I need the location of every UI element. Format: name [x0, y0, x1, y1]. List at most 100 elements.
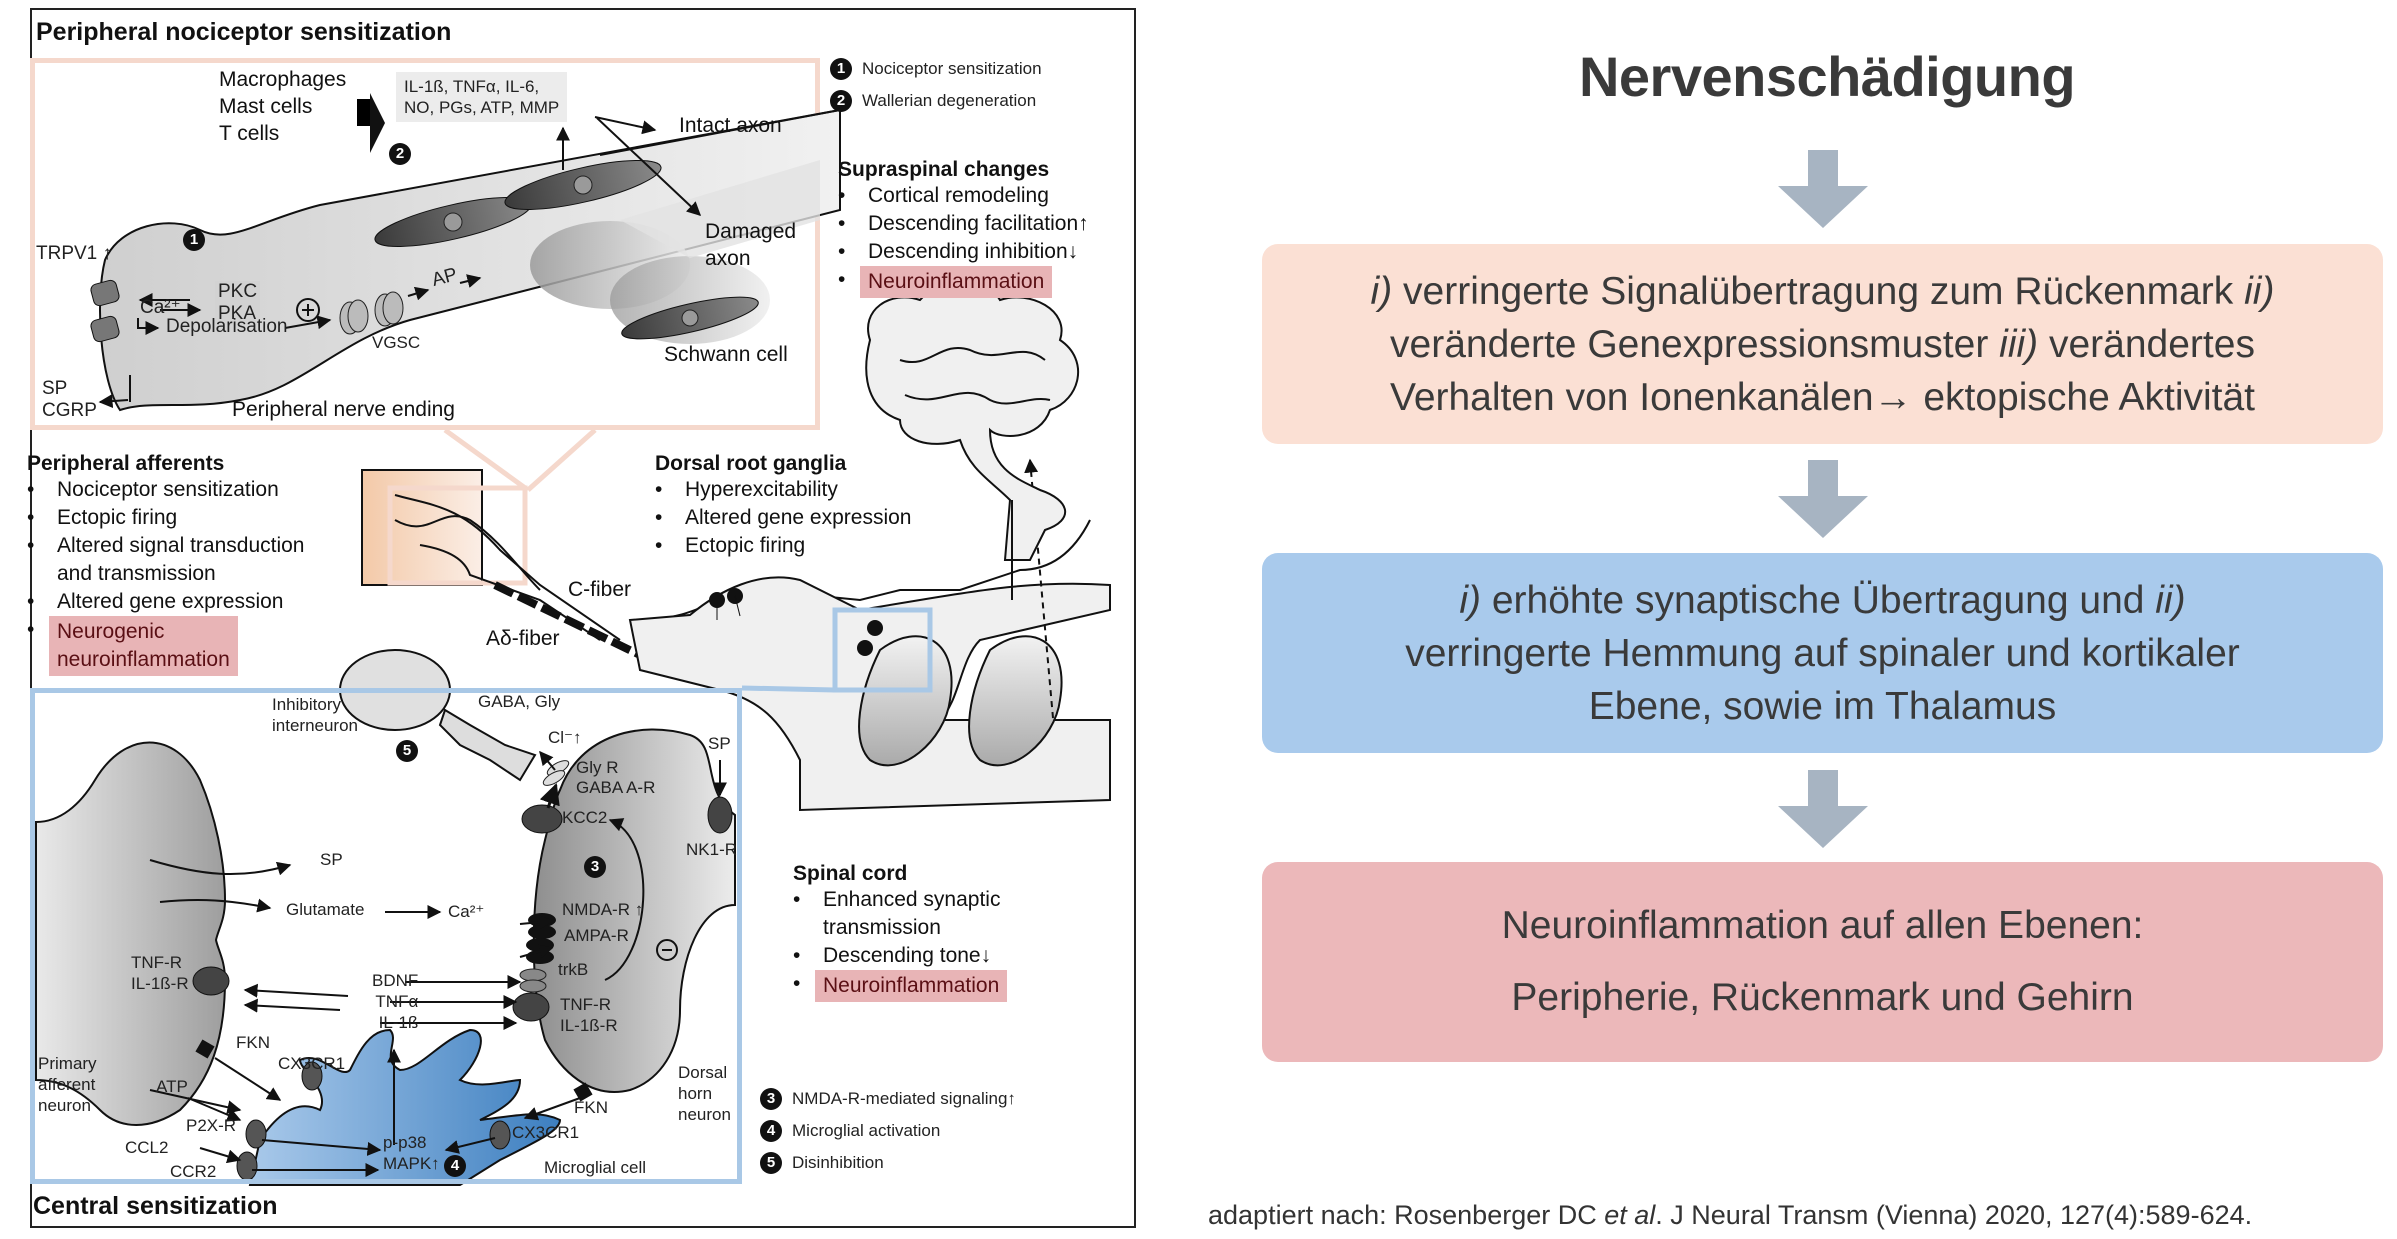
central-section-title: Central sensitization [33, 1192, 278, 1220]
marker-2-icon: 2 [389, 143, 411, 165]
supraspinal-title: Supraspinal changes [838, 158, 1050, 181]
dorsal-horn-neuron-shape [532, 728, 736, 1093]
tnf-receptor-left-label: TNF-R IL-1ß-R [131, 953, 189, 993]
marker-3-icon: 3 [760, 1088, 782, 1110]
drg-item: Hyperexcitability [655, 476, 911, 504]
dorsal-horn-neuron-label: Dorsal horn neuron [678, 1063, 731, 1124]
box2-line: verringerte Hemmung auf spinaler und kor… [1405, 631, 2240, 675]
legend-label: Disinhibition [792, 1153, 884, 1172]
atp-label: ATP [156, 1077, 188, 1096]
down-arrow-icon [1778, 150, 1868, 228]
kcc2-label: KCC2 [562, 808, 608, 827]
trpv1-label: TRPV1 ↑ [36, 243, 113, 264]
primary-afferent-neuron-shape [35, 741, 227, 1126]
drg-item: Altered gene expression [655, 504, 911, 532]
cx3cr1-receptor [489, 1120, 511, 1150]
supraspinal-changes: Supraspinal changes Cortical remodeling … [838, 158, 1089, 298]
central-inset-frame [30, 688, 742, 1184]
spinal-item-continued: transmission [823, 916, 941, 939]
drg-title: Dorsal root ganglia [655, 452, 847, 475]
damaged-axon-label: Damaged axon [705, 220, 797, 270]
spinal-item: Descending tone↓ [793, 942, 1007, 970]
fkn-right [573, 1082, 593, 1102]
supraspinal-item-highlight: Neuroinflammation [838, 266, 1089, 298]
central-zoom-frame [832, 607, 933, 693]
legend-item: 5 Disinhibition [760, 1152, 1016, 1174]
marker-1-icon: 1 [183, 229, 205, 251]
afferent-item: Ectopic firing [27, 504, 304, 532]
schwann-cell-label: Schwann cell [664, 343, 788, 366]
tnf-receptor-right-label: TNF-R IL-1ß-R [560, 995, 618, 1035]
peripheral-afferents: Peripheral afferents Nociceptor sensitiz… [27, 452, 304, 676]
tnf-receptor-left [192, 966, 230, 996]
box3-line: Peripherie, Rückenmark und Gehirn [1511, 976, 2134, 1019]
marker-3-icon: 3 [584, 856, 606, 878]
down-arrow-icon [1778, 770, 1868, 848]
vgsc-channel-icon [339, 291, 404, 335]
chloride-label: Cl⁻↑ [548, 728, 582, 747]
legend-label: NMDA-R-mediated signaling↑ [792, 1089, 1016, 1108]
supraspinal-item: Cortical remodeling [838, 182, 1089, 210]
afferent-item: Altered signal transduction [27, 532, 304, 560]
calcium-label: Ca²⁺ [448, 902, 485, 921]
a-delta-fiber-label: Aδ-fiber [486, 627, 560, 650]
nk1r-label: NK1-R [686, 840, 738, 859]
p38-mapk-label: p-p38 MAPK↑ [383, 1133, 440, 1173]
legend-label: Nociceptor sensitization [862, 59, 1042, 78]
box2-line: Ebene, sowie im Thalamus [1588, 684, 2057, 728]
fkn-right-label: FKN [574, 1098, 608, 1117]
citation: adaptiert nach: Rosenberger DC et al. J … [1208, 1200, 2253, 1230]
vgsc-label: VGSC [372, 333, 421, 352]
spinal-item-highlight: Neuroinflammation [793, 970, 1008, 1002]
supraspinal-item: Descending facilitation↑ [838, 210, 1089, 238]
cx3cr1-receptor [301, 1061, 323, 1091]
pkc-pka-label: PKC PKA [215, 281, 261, 325]
flow-box-peripheral: i) verringerte Signalübertragung zum Rüc… [1262, 244, 2383, 444]
cytokines-label: BDNF TNFα IL-1ß [372, 971, 419, 1032]
sp-cgrp-label: SP CGRP [42, 378, 97, 421]
drg-item: Ectopic firing [655, 532, 911, 560]
ccl2-label: CCL2 [125, 1138, 169, 1157]
down-arrow-icon [1778, 460, 1868, 538]
peripheral-inset-frame [30, 58, 820, 430]
nk1-receptor [707, 796, 733, 834]
primary-afferent-neuron-label: Primary afferent neuron [38, 1054, 97, 1115]
c-fiber-label: C-fiber [568, 578, 632, 601]
intact-axon-label: Intact axon [679, 114, 782, 137]
spinal-cord-title: Spinal cord [793, 862, 908, 885]
trkb-label: trkB [558, 960, 589, 979]
ampa-receptor-label: AMPA-R [564, 926, 629, 945]
flow-box-neuroinflammation: Neuroinflammation auf allen Ebenen: Peri… [1262, 862, 2383, 1062]
sp-label: SP [708, 734, 731, 753]
dorsal-root-ganglia: Dorsal root ganglia Hyperexcitability Al… [655, 452, 911, 560]
gaba-gly-label: GABA, Gly [478, 692, 561, 711]
legend-label: Wallerian degeneration [862, 91, 1037, 110]
peripheral-afferents-title: Peripheral afferents [27, 452, 225, 475]
flow-box-central: i) erhöhte synaptische Übertragung und i… [1262, 553, 2383, 753]
marker-5-icon: 5 [760, 1152, 782, 1174]
plus-icon [296, 298, 320, 322]
microglial-cell-label: Microglial cell [544, 1158, 647, 1177]
box3-line: Neuroinflammation auf allen Ebenen: [1501, 904, 2144, 947]
p2x-receptor [245, 1119, 267, 1149]
legend-item: 3 NMDA-R-mediated signaling↑ [760, 1088, 1016, 1110]
neuroinflammation-highlight: Neuroinflammation [815, 970, 1008, 1002]
legend-item: 1 Nociceptor sensitization [830, 58, 1042, 80]
supraspinal-item: Descending inhibition↓ [838, 238, 1089, 266]
neuroinflammation-highlight: Neuroinflammation [860, 266, 1053, 298]
fkn-left-label: FKN [236, 1033, 270, 1052]
mediators-label: IL-1ß, TNFα, IL-6, NO, PGs, ATP, MMP [396, 72, 568, 122]
gly-gaba-receptor-icon [542, 760, 570, 786]
afferent-item: Altered gene expression [27, 588, 304, 616]
peripheral-nerve-ending-label: Peripheral nerve ending [232, 398, 455, 421]
sp-release-label: SP [320, 850, 343, 869]
afferent-item: Nociceptor sensitization [27, 476, 304, 504]
marker-1-icon: 1 [830, 58, 852, 80]
depolarisation-label: Depolarisation [166, 316, 288, 337]
fkn-left [195, 1039, 215, 1059]
box1-line: veränderte Genexpressionsmuster iii) ver… [1390, 322, 2255, 366]
